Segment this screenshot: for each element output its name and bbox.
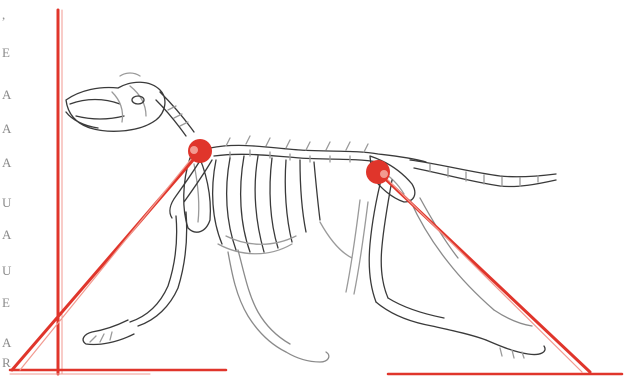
shoulder-joint-highlight xyxy=(190,146,198,154)
spine xyxy=(210,136,426,162)
rib-cage xyxy=(213,156,320,254)
front-leg-far xyxy=(228,250,329,362)
hind-leg xyxy=(369,176,545,358)
femur xyxy=(346,200,368,294)
front-leg xyxy=(83,154,212,345)
skull xyxy=(66,73,165,131)
tail xyxy=(410,160,556,187)
reference-lines xyxy=(10,10,622,374)
belly-outline xyxy=(320,222,352,258)
shoulder-angle-line-outer xyxy=(12,152,200,370)
hip-joint-highlight xyxy=(380,170,388,178)
dog-skeleton xyxy=(66,73,556,362)
hip-angle-line-inner xyxy=(386,178,582,372)
shoulder-angle-line-inner xyxy=(20,158,192,370)
